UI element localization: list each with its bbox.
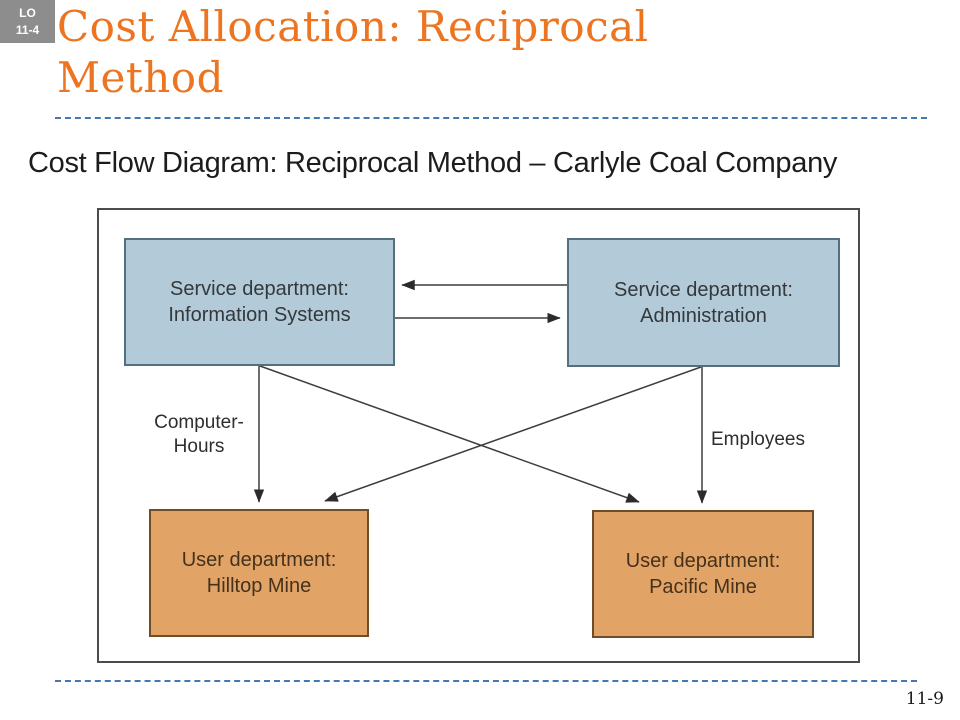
title-divider	[55, 117, 927, 119]
service-dept-information-systems-box: Service department: Information Systems	[124, 238, 395, 366]
diagram-caption: Cost Flow Diagram: Reciprocal Method – C…	[28, 147, 838, 179]
page-title: Cost Allocation: Reciprocal Method	[57, 1, 649, 103]
footer-divider	[55, 680, 917, 682]
user-dept-pacific-mine-box: User department: Pacific Mine	[592, 510, 814, 638]
learning-objective-badge: LO 11-4	[0, 0, 55, 43]
lo-badge-line1: LO	[19, 6, 36, 20]
arrow-information-systems-to-pacific	[259, 365, 640, 503]
computer-hours-label: Computer- Hours	[154, 412, 244, 457]
user-dept-hilltop-mine-box: User department: Hilltop Mine	[149, 509, 369, 637]
arrow-admin-to-hilltop	[324, 366, 702, 502]
arrows-layer	[253, 279, 708, 504]
cost-flow-diagram: Service department: Information Systems …	[97, 208, 860, 663]
page-title-line1: Cost Allocation: Reciprocal	[57, 2, 649, 51]
employees-label: Employees	[711, 429, 805, 450]
page-title-line2: Method	[57, 53, 224, 103]
page-number: 11-9	[905, 689, 944, 709]
service-dept-administration-box: Service department: Administration	[567, 238, 840, 367]
lo-badge-line2: 11-4	[15, 23, 40, 38]
